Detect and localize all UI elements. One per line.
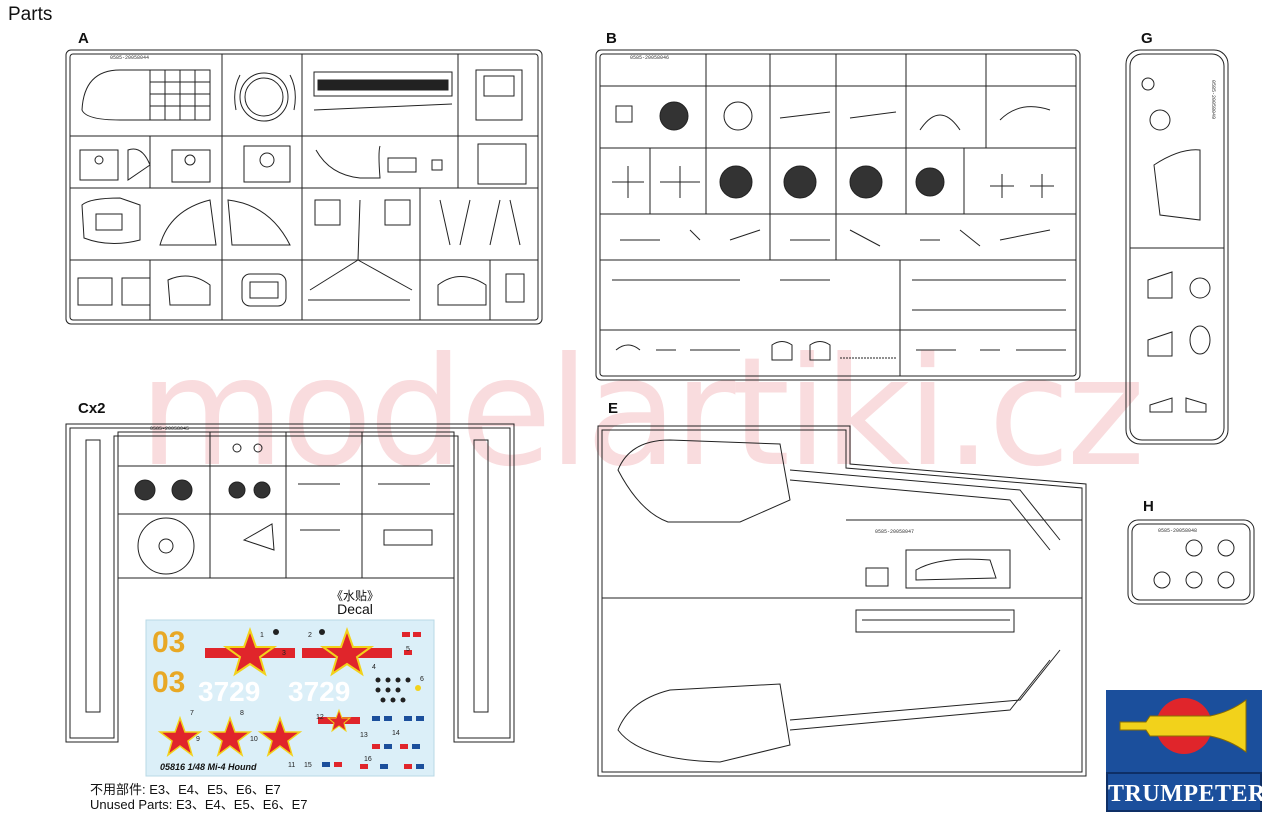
unused-parts: 不用部件: E3、E4、E5、E6、E7 Unused Parts: E3、E4… <box>90 782 308 812</box>
unused-parts-en: Unused Parts: E3、E4、E5、E6、E7 <box>90 797 308 812</box>
decal-serial-big: 03 <box>152 626 186 659</box>
sprue-h-parts <box>1153 539 1235 589</box>
sprue-code-cx2: 0585-20058045 <box>150 426 190 432</box>
sprue-label-e: E <box>608 400 619 417</box>
sprue-label-h: H <box>1143 498 1154 515</box>
decal-title: 《水贴》 Decal <box>300 589 410 617</box>
decal-title-en: Decal <box>337 601 373 617</box>
decal-number-11: 11 <box>288 762 296 769</box>
decal-serial-small: 03 <box>152 666 186 699</box>
decal-title-cn: 《水贴》 <box>330 589 379 603</box>
sprue-code-h: 0585-20058048 <box>1158 528 1198 534</box>
sprue-e-parts <box>617 439 1061 763</box>
decal-number-16: 16 <box>364 756 372 763</box>
decal-caption: 05816 1/48 Mi-4 Hound <box>160 762 257 772</box>
decal-number-3: 3 <box>282 650 286 657</box>
decal-number-14: 14 <box>392 730 400 737</box>
sprue-b-parts <box>612 101 1066 361</box>
decal-number-10: 10 <box>250 736 258 743</box>
decal-number-12: 12 <box>316 714 324 721</box>
sprue-label-a: A <box>78 30 89 47</box>
decal-number-5: 5 <box>406 646 410 653</box>
decal-number-8: 8 <box>240 710 244 717</box>
sprue-a-parts <box>77 69 527 307</box>
sprue-label-g: G <box>1141 30 1153 47</box>
decal-star-large-2 <box>302 626 392 677</box>
decal-number-2: 2 <box>308 632 312 639</box>
decal-number-7: 7 <box>190 710 194 717</box>
decal-sheet <box>145 619 435 777</box>
sprue-label-b: B <box>606 30 617 47</box>
sprue-code-a: 0585-20058044 <box>110 55 150 61</box>
decal-number-1: 1 <box>260 632 264 639</box>
sprue-label-cx2: Cx2 <box>78 400 106 417</box>
decal-number-6: 6 <box>420 676 424 683</box>
unused-parts-cn: 不用部件: E3、E4、E5、E6、E7 <box>90 782 281 797</box>
sprue-code-e: 0585-20058047 <box>875 529 915 535</box>
brand-logo-text: TRUMPETER <box>1106 772 1265 812</box>
decal-number-13: 13 <box>360 732 368 739</box>
sprue-code-b: 0585-20058046 <box>630 55 670 61</box>
decal-dots <box>375 677 421 703</box>
decal-number-15: 15 <box>304 762 312 769</box>
sprue-cx2-frame <box>65 423 515 743</box>
sprue-a-frame <box>65 49 543 325</box>
decal-flags <box>322 632 424 769</box>
decal-tail-number-1: 3729 <box>198 676 261 707</box>
decal-number-4: 4 <box>372 664 376 671</box>
sprue-g-frame <box>1125 49 1229 445</box>
sprue-g-parts <box>1141 77 1211 413</box>
sprue-h-frame <box>1127 519 1255 605</box>
sprue-b-frame <box>595 49 1081 381</box>
sprue-cx2-parts <box>134 443 433 575</box>
decal-star-large-1 <box>205 626 295 677</box>
page-title: Parts <box>8 4 53 25</box>
sprue-e-frame <box>597 425 1087 777</box>
decal-tail-number-2: 3729 <box>288 676 351 707</box>
decal-number-9: 9 <box>196 736 200 743</box>
trumpeter-logo <box>1106 690 1262 772</box>
